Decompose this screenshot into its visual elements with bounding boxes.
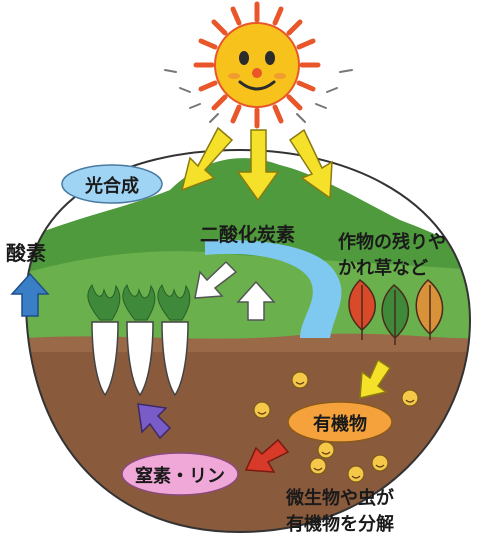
leaf-icon — [348, 278, 444, 345]
oxygen-label: 酸素 — [6, 241, 46, 265]
microbe-icon — [253, 371, 419, 483]
carbon-dioxide-label: 二酸化炭素 — [200, 224, 296, 246]
arrow-organic-to-nitrogen — [244, 438, 290, 473]
photosynthesis-pill — [61, 164, 163, 204]
nitrogen-phosphorus-label: 窒素・リン — [135, 466, 225, 487]
sunlight-arrows — [180, 126, 333, 202]
radish-icon — [87, 283, 191, 397]
decompose-label-line1: 微生物や虫が — [286, 488, 394, 509]
organic-matter-label: 有機物 — [313, 414, 367, 435]
crop-residue-label-line1: 作物の残りや — [338, 232, 446, 253]
arrow-nitrogen-to-radish — [137, 403, 172, 440]
oxygen-arrow — [10, 272, 50, 317]
nitrogen-pill — [121, 452, 239, 496]
photosynthesis-label: 光合成 — [85, 176, 139, 197]
co2-arrows — [194, 260, 276, 321]
decompose-label-line2: 有機物を分解 — [286, 514, 394, 535]
arrow-residue-to-organic — [359, 358, 392, 399]
crop-residue-label-line2: かれ草など — [338, 258, 428, 279]
sun-icon — [193, 1, 321, 129]
organic-matter-pill — [287, 401, 393, 443]
